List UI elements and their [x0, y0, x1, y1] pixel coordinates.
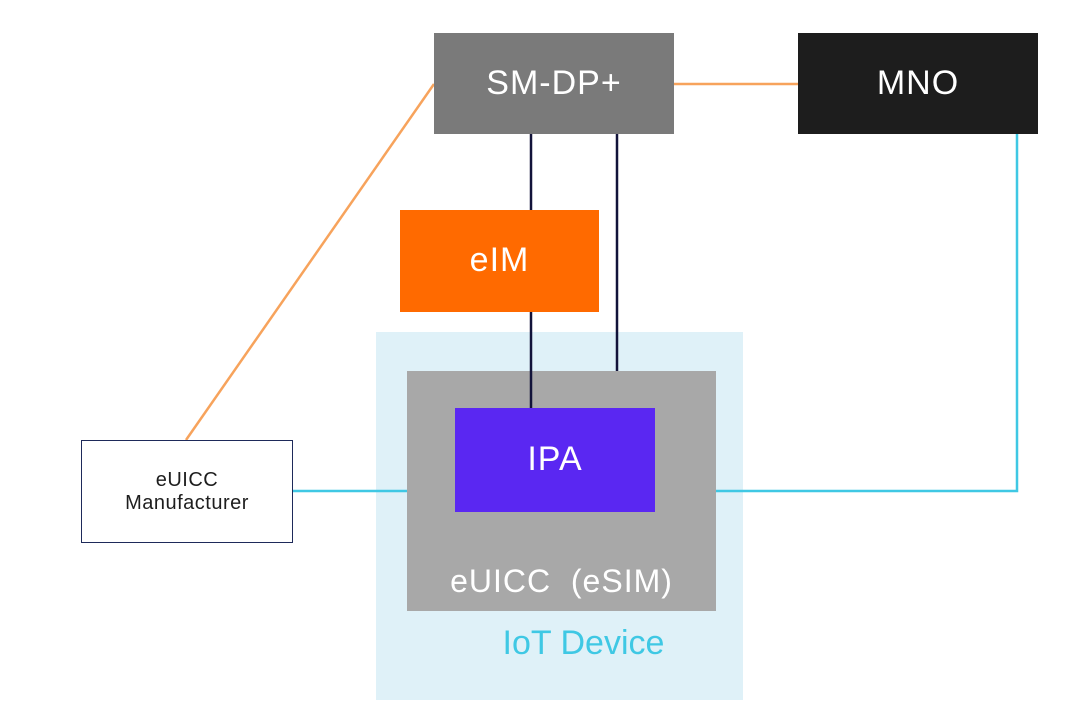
link-smdp-manufacturer — [184, 83, 436, 441]
eim-label: eIM — [469, 241, 530, 280]
mno-label: MNO — [876, 63, 960, 102]
ipa-box: IPA — [455, 408, 655, 512]
manufacturer-label-line2: Manufacturer — [125, 491, 249, 514]
link-euicc-mno — [716, 134, 1019, 493]
ipa-label: IPA — [527, 440, 583, 479]
mno-box: MNO — [798, 33, 1038, 134]
iot-device-label: IoT Device — [502, 624, 665, 662]
euicc-label: eUICC (eSIM) — [450, 563, 673, 599]
smdp-label: SM-DP+ — [486, 63, 622, 102]
manufacturer-box: eUICC Manufacturer — [81, 440, 293, 543]
manufacturer-label-line1: eUICC — [155, 468, 219, 491]
eim-box: eIM — [400, 210, 599, 312]
smdp-box: SM-DP+ — [434, 33, 674, 134]
